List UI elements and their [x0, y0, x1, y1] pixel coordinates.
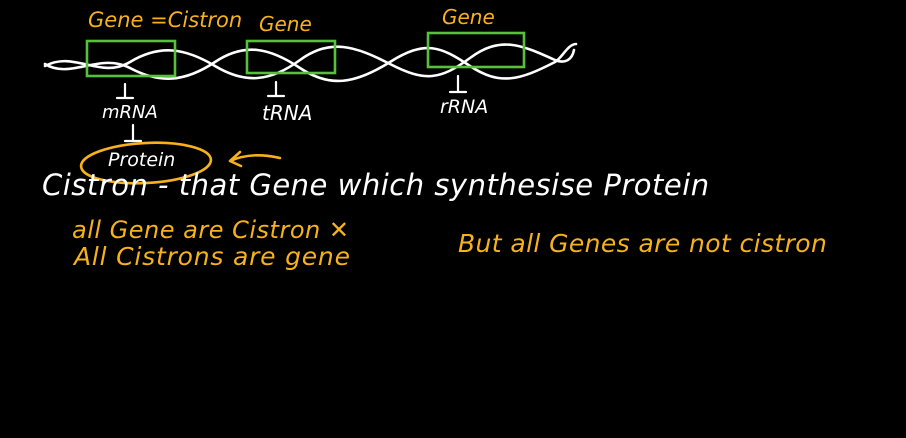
protein-pointer-arrow — [228, 150, 282, 168]
note-cistron-definition: Cistron - that Gene which synthesise Pro… — [42, 168, 710, 202]
protein-highlight-circle — [79, 141, 213, 185]
label-protein: Protein — [108, 149, 176, 171]
gene-box-mrna — [85, 39, 177, 78]
note-all-cistrons-are-gene: All Cistrons are gene — [74, 242, 351, 271]
note-not-all-genes-are-cistron: But all Genes are not cistron — [458, 229, 828, 258]
dna-strand-upper — [43, 43, 576, 80]
gene-box-trna — [245, 39, 337, 75]
label-gene-right: Gene — [442, 5, 495, 29]
label-gene-middle: Gene — [259, 12, 312, 36]
label-trna: tRNA — [262, 101, 313, 125]
note-all-gene-are-cistron: all Gene are Cistron ✕ — [72, 216, 350, 244]
label-gene-equals-cistron: Gene =Cistron — [88, 8, 243, 32]
dna-strand-lower — [43, 42, 578, 83]
arrow-to-trna — [266, 80, 286, 98]
label-mrna: mRNA — [102, 102, 158, 123]
label-rrna: rRNA — [440, 96, 489, 118]
arrow-to-mrna — [115, 82, 135, 100]
arrow-mrna-to-protein — [123, 123, 143, 143]
gene-box-rrna — [426, 31, 526, 69]
arrow-to-rrna — [448, 74, 468, 94]
